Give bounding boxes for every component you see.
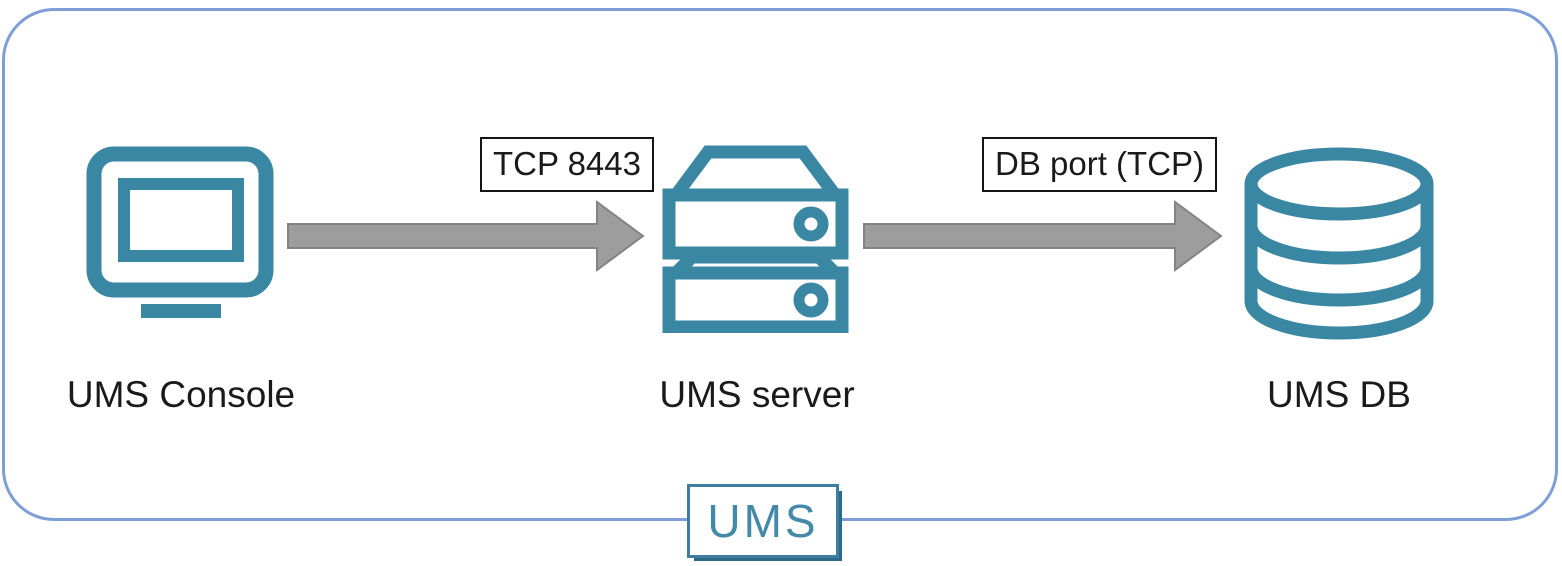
arrow-right-icon bbox=[287, 200, 645, 272]
ums-badge: UMS bbox=[687, 484, 839, 558]
database-icon bbox=[1244, 147, 1434, 340]
connection-label-db-port: DB port (TCP) bbox=[982, 137, 1218, 192]
node-label-ums-db: UMS DB bbox=[1267, 374, 1411, 415]
server-icon bbox=[662, 145, 849, 333]
node-ums-db bbox=[1244, 146, 1434, 340]
node-ums-server bbox=[662, 140, 849, 333]
node-ums-console bbox=[86, 146, 276, 321]
node-label-ums-server: UMS server bbox=[659, 374, 855, 415]
node-label-ums-console: UMS Console bbox=[66, 374, 296, 415]
monitor-icon bbox=[86, 146, 274, 318]
connection-label-tcp-8443: TCP 8443 bbox=[480, 137, 654, 192]
ums-badge-label: UMS bbox=[707, 495, 819, 547]
arrow-right-icon bbox=[863, 200, 1223, 272]
